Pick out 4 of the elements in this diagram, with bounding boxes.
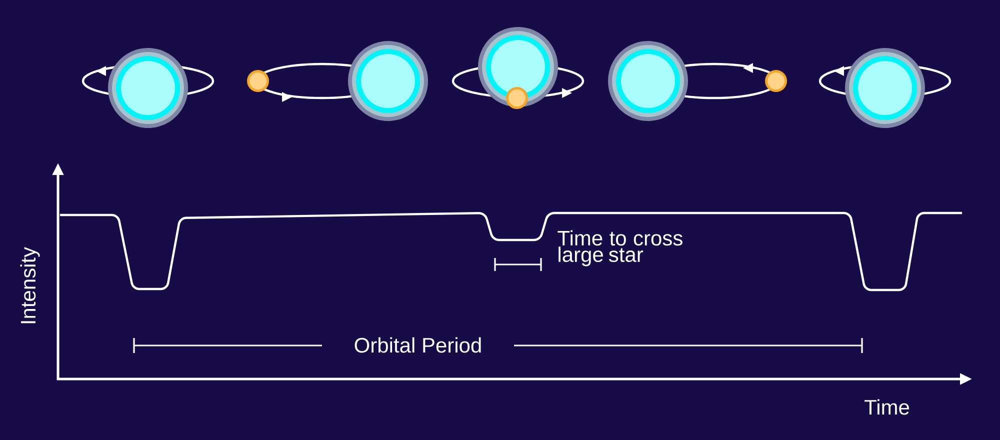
axis-label: Time	[864, 399, 910, 415]
axis-label: Intensity	[20, 246, 40, 324]
dimension-label: Orbital Period	[354, 337, 481, 353]
annotation: Time to cross large star	[558, 230, 682, 266]
